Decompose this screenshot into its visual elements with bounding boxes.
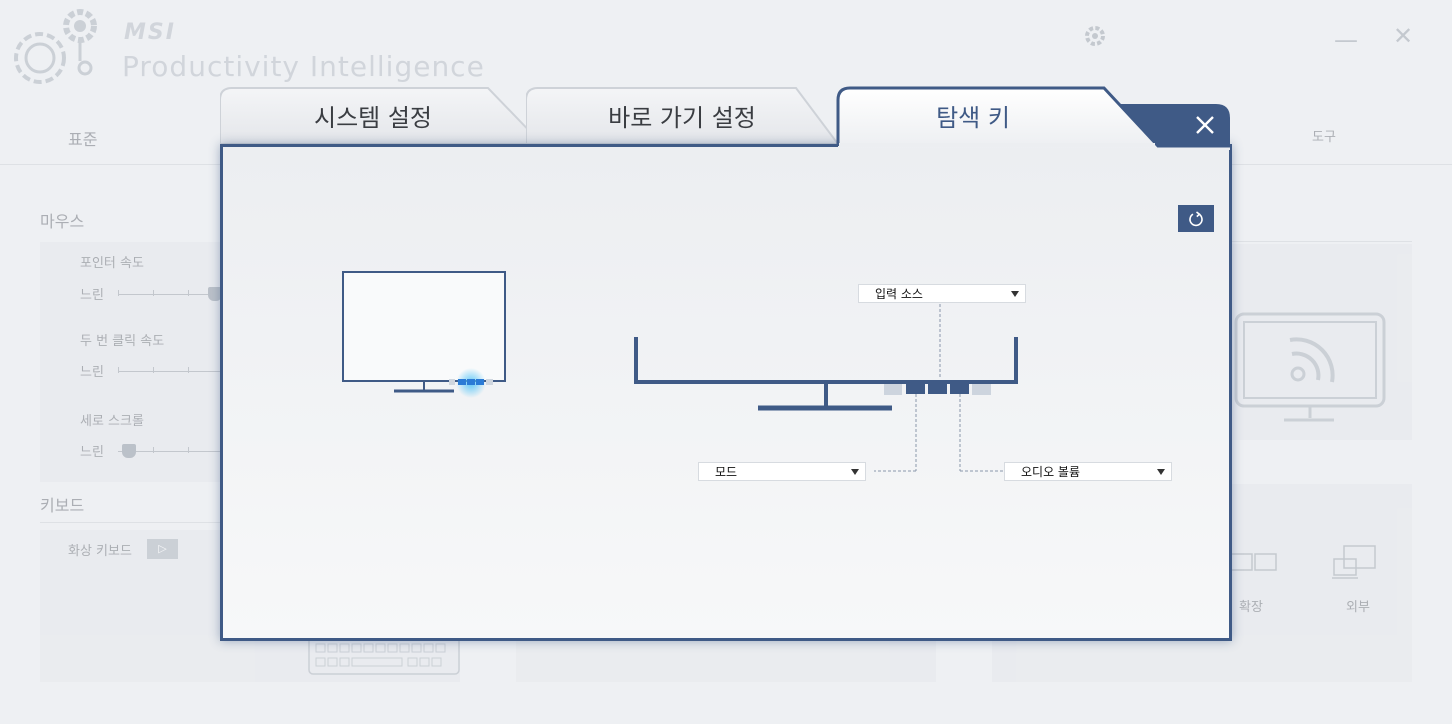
tab-navigation-key-label: 탐색 키 (936, 103, 1010, 132)
mouse-section-title: 마우스 (40, 212, 85, 231)
tab-standard[interactable]: 표준 (68, 130, 98, 149)
scroll-slow-label: 느린 (80, 445, 104, 460)
reset-button[interactable] (1178, 205, 1214, 232)
input-source-dropdown[interactable]: 입력 소스 (858, 284, 1026, 303)
tab-shape (220, 87, 542, 144)
onscreen-keyboard-label: 화상 키보드 (68, 544, 132, 559)
app-title: Productivity Intelligence (122, 50, 485, 83)
double-click-slow-label: 느린 (80, 365, 104, 380)
tab-system-settings[interactable]: 시스템 설정 (220, 86, 542, 144)
mode-dropdown-value: 모드 (715, 465, 738, 479)
tab-shape (526, 87, 838, 144)
input-source-dropdown-value: 입력 소스 (875, 287, 923, 301)
minimize-button[interactable]: — (1334, 26, 1358, 54)
extend-display-icon (1230, 553, 1277, 571)
tab-system-settings-label: 시스템 설정 (313, 103, 433, 132)
window-close-button[interactable]: ✕ (1393, 22, 1414, 50)
audio-volume-dropdown-value: 오디오 볼륨 (1021, 465, 1081, 479)
mode-dropdown[interactable]: 모드 (698, 462, 866, 481)
chevron-down-icon (1157, 469, 1165, 475)
audio-volume-dropdown[interactable]: 오디오 볼륨 (1004, 462, 1172, 481)
keyboard-icon (308, 636, 460, 675)
settings-gear-icon[interactable] (1084, 25, 1106, 47)
active-tab-frame (836, 86, 1230, 150)
tab-navigation-key[interactable]: 탐색 키 (838, 86, 1108, 144)
refresh-icon (1189, 210, 1203, 226)
chevron-down-icon (851, 469, 859, 475)
close-icon (1196, 116, 1214, 134)
cast-display-icon (1234, 312, 1386, 422)
scroll-slider[interactable] (122, 444, 136, 458)
navigation-key-dialog (220, 144, 1232, 641)
monitor-bottom-diagram (634, 304, 1018, 472)
external-label: 외부 (1346, 600, 1370, 615)
pointer-slow-label: 느린 (80, 288, 104, 303)
dialog-close-button[interactable] (1178, 104, 1232, 146)
monitor-preview-icon (342, 271, 506, 398)
double-click-speed-label: 두 번 클릭 속도 (80, 334, 165, 349)
tab-shortcut-settings[interactable]: 바로 가기 설정 (526, 86, 838, 144)
pointer-speed-slider[interactable] (208, 287, 222, 301)
chevron-down-icon (1011, 291, 1019, 297)
keyboard-section-title: 키보드 (40, 496, 85, 515)
brand-logo: MSI (124, 20, 176, 45)
gear-logo-icon (14, 9, 97, 84)
onscreen-keyboard-play-button[interactable]: ▷ (147, 539, 178, 559)
extend-label: 확장 (1239, 600, 1263, 615)
external-display-icon (1332, 545, 1376, 579)
tab-shortcut-settings-label: 바로 가기 설정 (608, 103, 756, 132)
pointer-speed-label: 포인터 속도 (80, 256, 144, 271)
tab-tools[interactable]: 도구 (1312, 130, 1336, 145)
vertical-scroll-label: 세로 스크롤 (80, 414, 144, 429)
